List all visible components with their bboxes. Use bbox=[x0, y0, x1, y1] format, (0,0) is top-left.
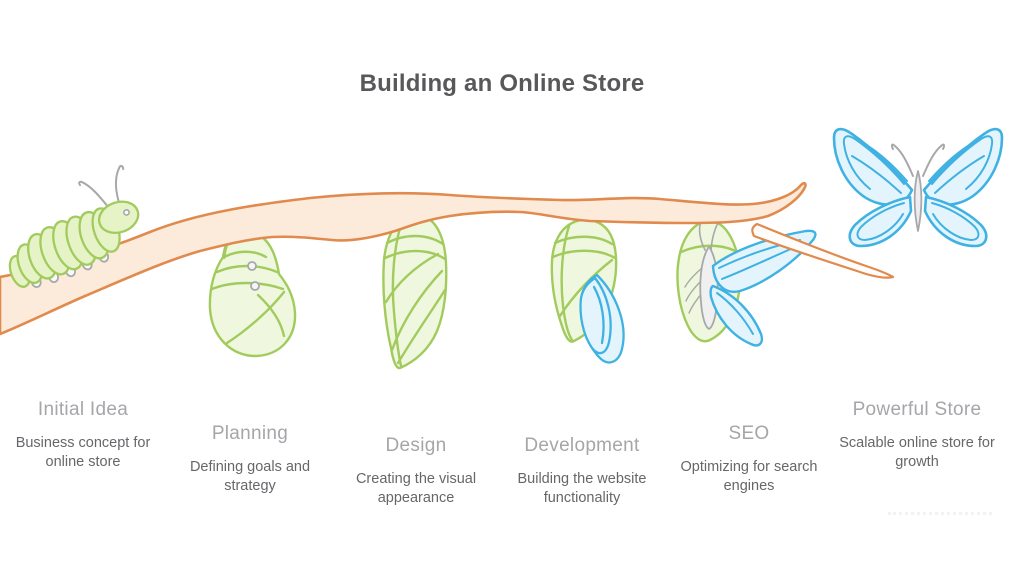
caterpillar-head bbox=[97, 200, 140, 235]
wing-case-line bbox=[558, 258, 614, 318]
wing-vein bbox=[592, 285, 605, 345]
stage-name-design: Design bbox=[385, 435, 447, 456]
butterfly-left-wings bbox=[832, 127, 914, 248]
wing-vein bbox=[928, 140, 977, 182]
butterfly-wing-lower bbox=[709, 284, 764, 347]
wing-case-line bbox=[396, 288, 447, 365]
segment-line bbox=[210, 281, 285, 291]
stage-planning: Planning Defining goals and strategy bbox=[170, 423, 330, 496]
wing-inner-outline bbox=[931, 135, 994, 190]
caterpillar-antennae bbox=[78, 164, 125, 212]
caterpillar-icon bbox=[8, 164, 140, 288]
wing-vein bbox=[721, 247, 794, 280]
stage-description-planning: Defining goals and strategy bbox=[189, 458, 311, 495]
chrysalis-icon bbox=[382, 212, 448, 370]
wing-inner-outline bbox=[842, 135, 905, 190]
band-line bbox=[383, 249, 447, 261]
stage-name-seo: SEO bbox=[728, 423, 770, 444]
keel-line bbox=[560, 224, 574, 342]
butterfly-antenna bbox=[890, 143, 914, 177]
butterfly-leg bbox=[684, 267, 703, 288]
wing-vein bbox=[716, 292, 754, 335]
stage-powerful-store: Powerful Store Scalable online store for… bbox=[832, 399, 1002, 472]
stage-development: Development Building the website functio… bbox=[502, 435, 662, 508]
wing-vein bbox=[859, 140, 908, 182]
stage-name-planning: Planning bbox=[211, 423, 289, 444]
segment-line bbox=[215, 264, 279, 274]
stage-description-design: Creating the visual appearance bbox=[355, 470, 477, 507]
watermark bbox=[888, 512, 992, 525]
band-line bbox=[553, 235, 614, 246]
wing-case-line bbox=[384, 252, 440, 304]
wing-vein bbox=[851, 155, 902, 194]
curled-caterpillar-icon bbox=[208, 223, 297, 358]
wing-inner-outline bbox=[856, 202, 905, 241]
butterfly-wing-lower bbox=[848, 195, 913, 248]
stage-description-development: Building the website functionality bbox=[517, 470, 647, 507]
curled-caterpillar-outline bbox=[208, 223, 297, 358]
body-curve bbox=[225, 290, 286, 345]
branch-twig bbox=[751, 222, 895, 279]
stage-initial-idea: Initial Idea Business concept for online… bbox=[13, 399, 153, 472]
stage-design: Design Creating the visual appearance bbox=[341, 435, 491, 508]
stage-description-initial-idea: Business concept for online store bbox=[15, 434, 151, 471]
body-curve bbox=[256, 293, 286, 338]
stage-name-development: Development bbox=[524, 435, 640, 456]
butterfly-icon bbox=[832, 127, 1004, 248]
band-line bbox=[385, 234, 445, 246]
stage-name-initial-idea: Initial Idea bbox=[37, 399, 129, 420]
band-line bbox=[551, 249, 617, 260]
segment-line bbox=[222, 250, 268, 259]
wing-case-line bbox=[390, 269, 444, 352]
spiracle-hook bbox=[247, 261, 257, 271]
stage-description-powerful-store: Scalable online store for growth bbox=[839, 434, 995, 471]
butterfly-body bbox=[913, 170, 923, 232]
wing-vein bbox=[934, 155, 985, 194]
spiracle-hook bbox=[250, 281, 260, 291]
butterfly-wing-lower bbox=[923, 195, 988, 248]
keel-line bbox=[391, 219, 404, 368]
chrysalis-wings-emerging-icon bbox=[550, 218, 625, 364]
caterpillar-eye bbox=[123, 209, 130, 216]
band-line bbox=[679, 244, 741, 255]
page-title: Building an Online Store bbox=[359, 70, 645, 97]
butterfly-antenna bbox=[922, 143, 946, 177]
wing-inner-outline bbox=[931, 202, 980, 241]
stage-name-powerful-store: Powerful Store bbox=[852, 399, 982, 420]
branch bbox=[0, 181, 807, 336]
butterfly-right-wings bbox=[922, 127, 1004, 248]
stage-description-seo: Optimizing for search engines bbox=[680, 458, 818, 495]
stage-seo: SEO Optimizing for search engines bbox=[679, 423, 819, 496]
